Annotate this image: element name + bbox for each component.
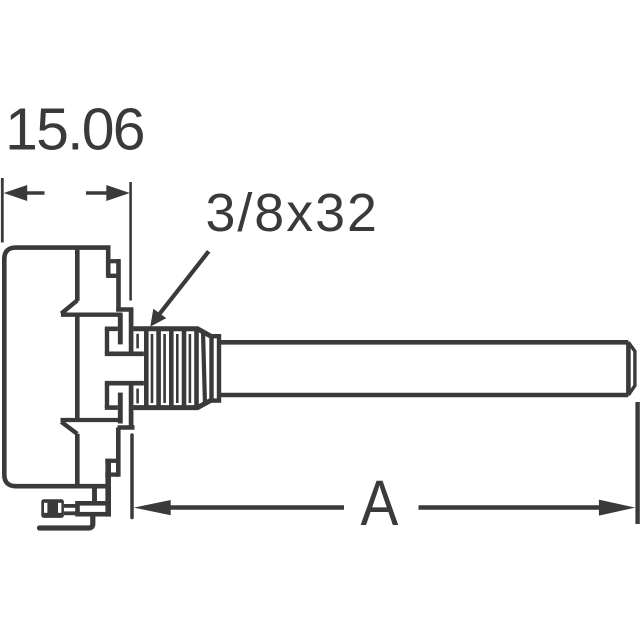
svg-text:A: A — [361, 467, 400, 539]
svg-text:15.06: 15.06 — [5, 98, 144, 163]
svg-text:3/8x32: 3/8x32 — [205, 183, 379, 243]
